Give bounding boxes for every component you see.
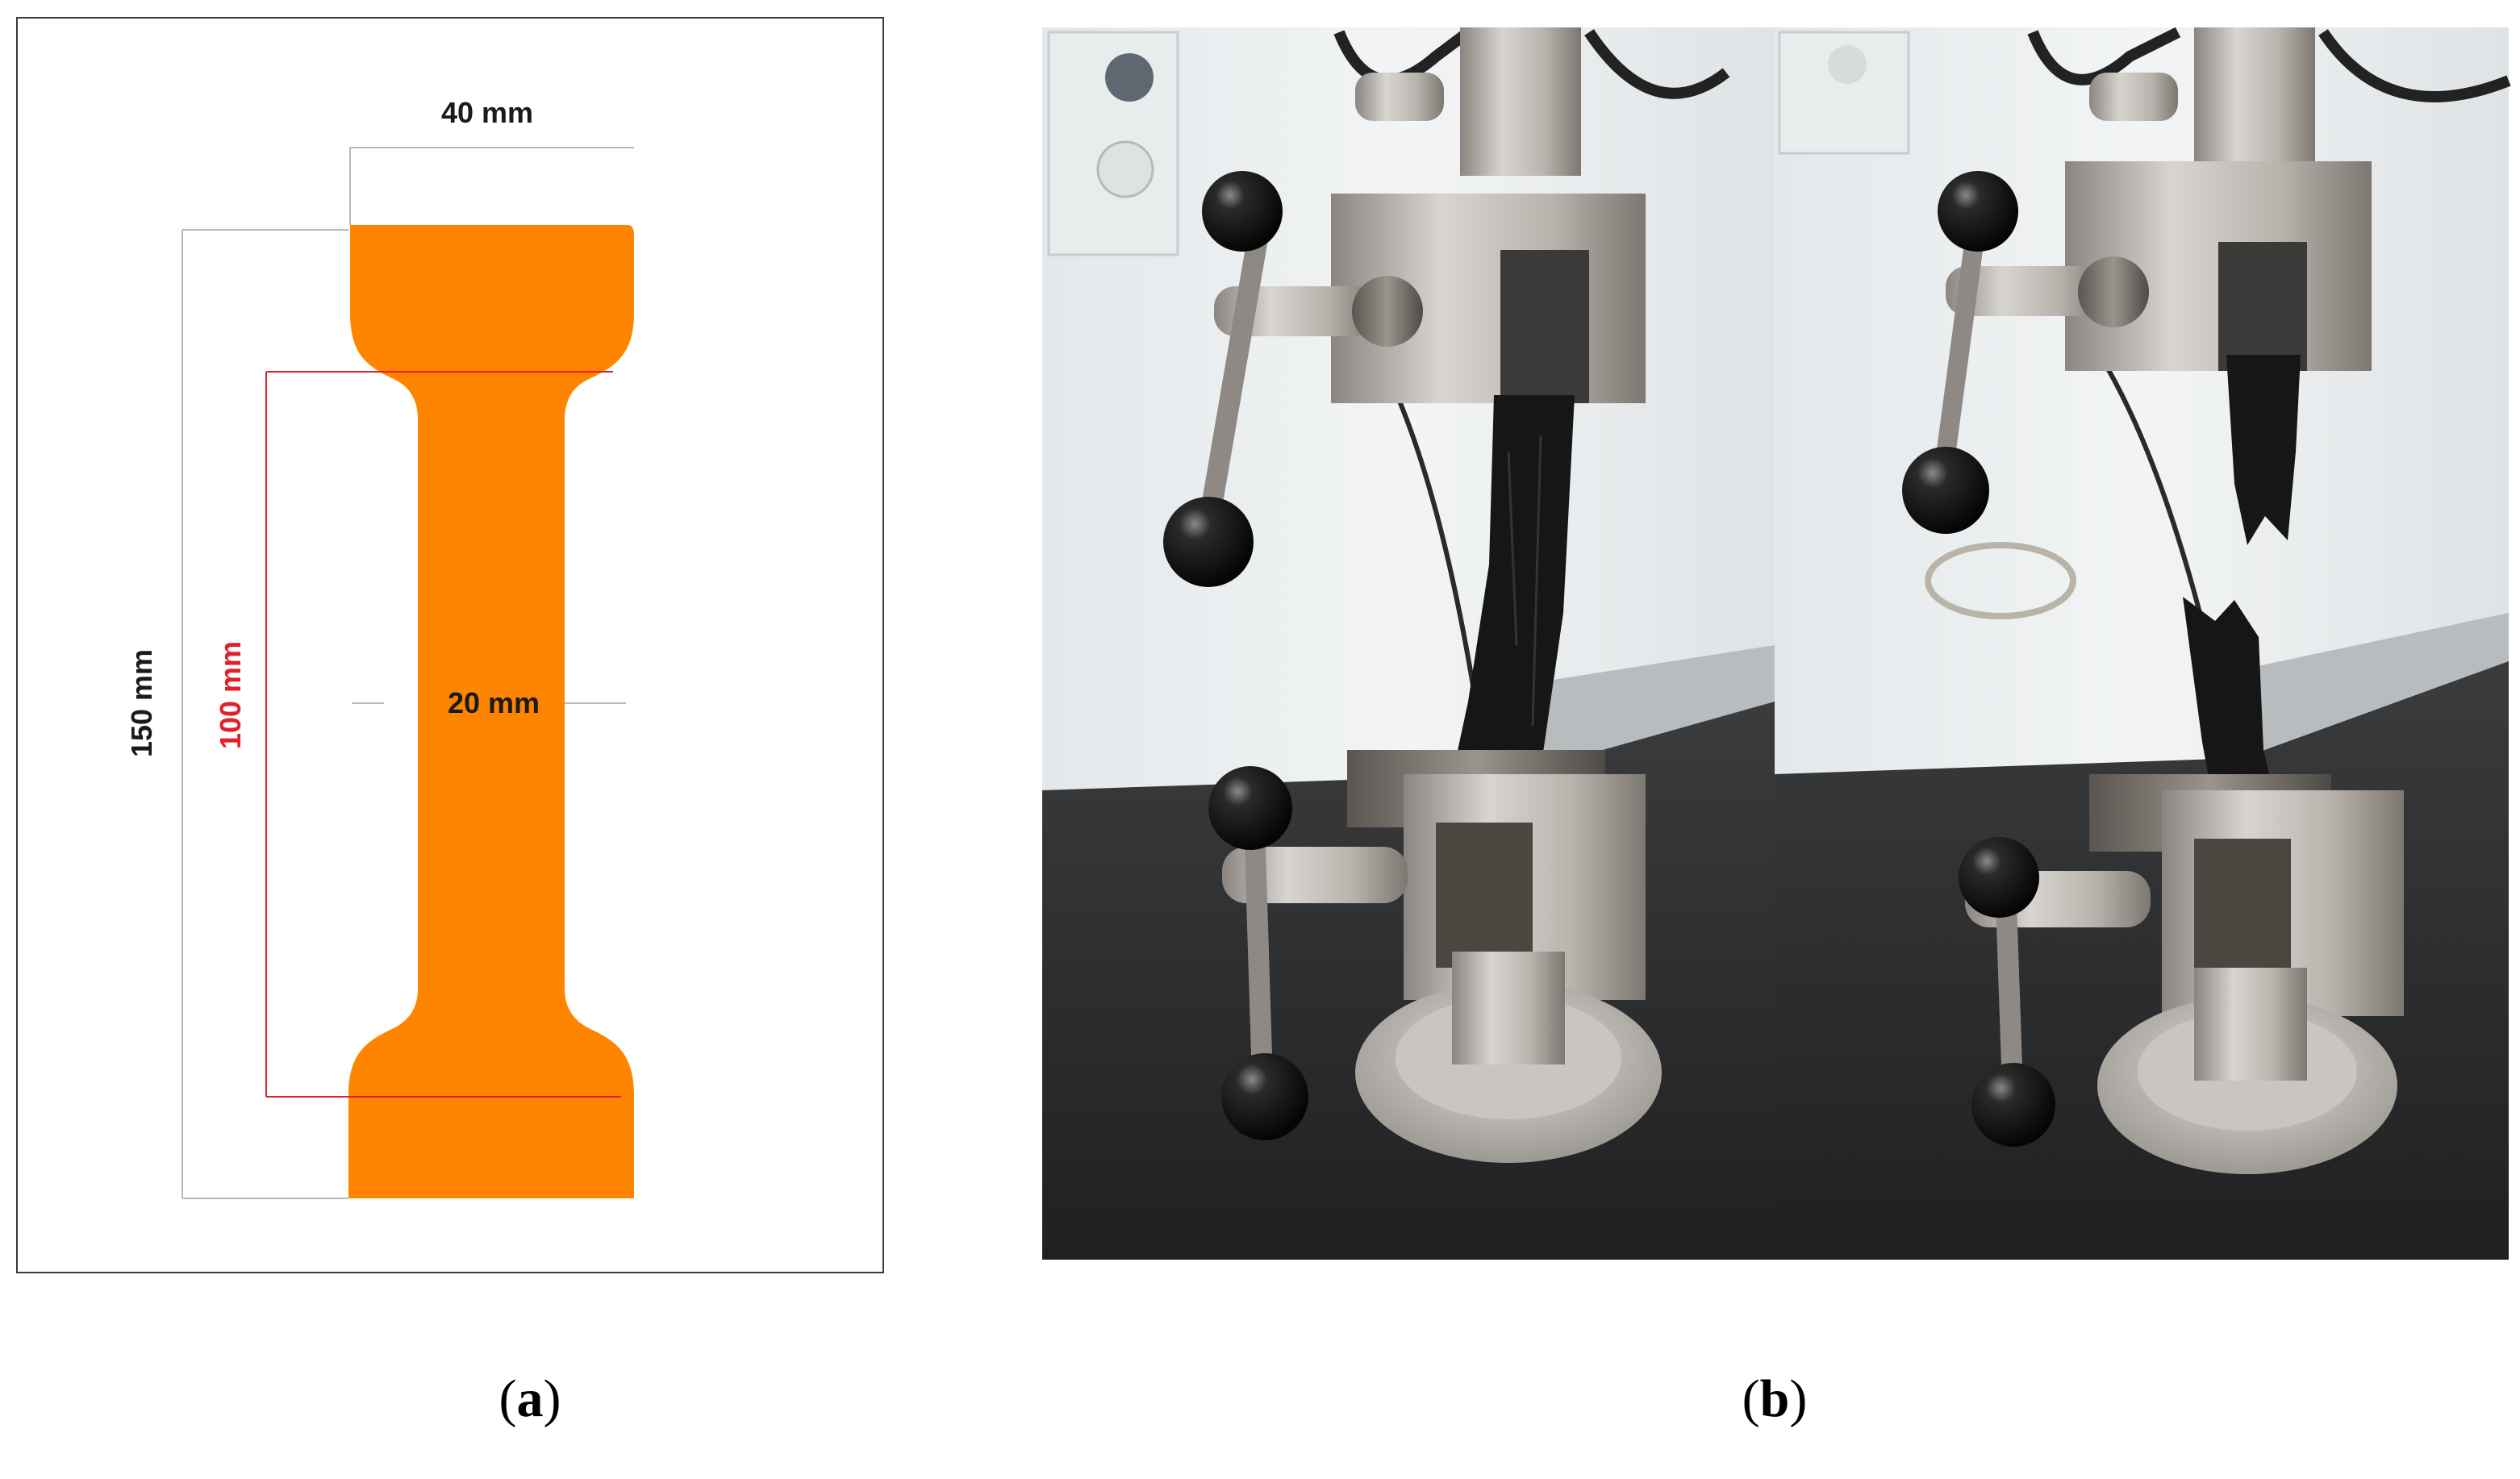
photo-specimen-intact (1042, 27, 1775, 1260)
gauge-length-label: 100 mm (214, 641, 247, 749)
width-label: 40 mm (441, 96, 533, 129)
photo-specimen-fractured (1775, 27, 2511, 1260)
gauge-width-label: 20 mm (448, 686, 540, 719)
total-length-label: 150 mm (125, 649, 158, 757)
caption-a: (a) (499, 1369, 561, 1428)
caption-b: (b) (1742, 1369, 1808, 1428)
panel-a-diagram: 40 mm 20 mm 150 mm 100 mm (16, 17, 884, 1273)
dogbone-specimen (348, 225, 634, 1198)
panel-b-photos (1042, 27, 2511, 1260)
gauge-length-lines (265, 371, 621, 1098)
dimension-lines (181, 147, 634, 1199)
